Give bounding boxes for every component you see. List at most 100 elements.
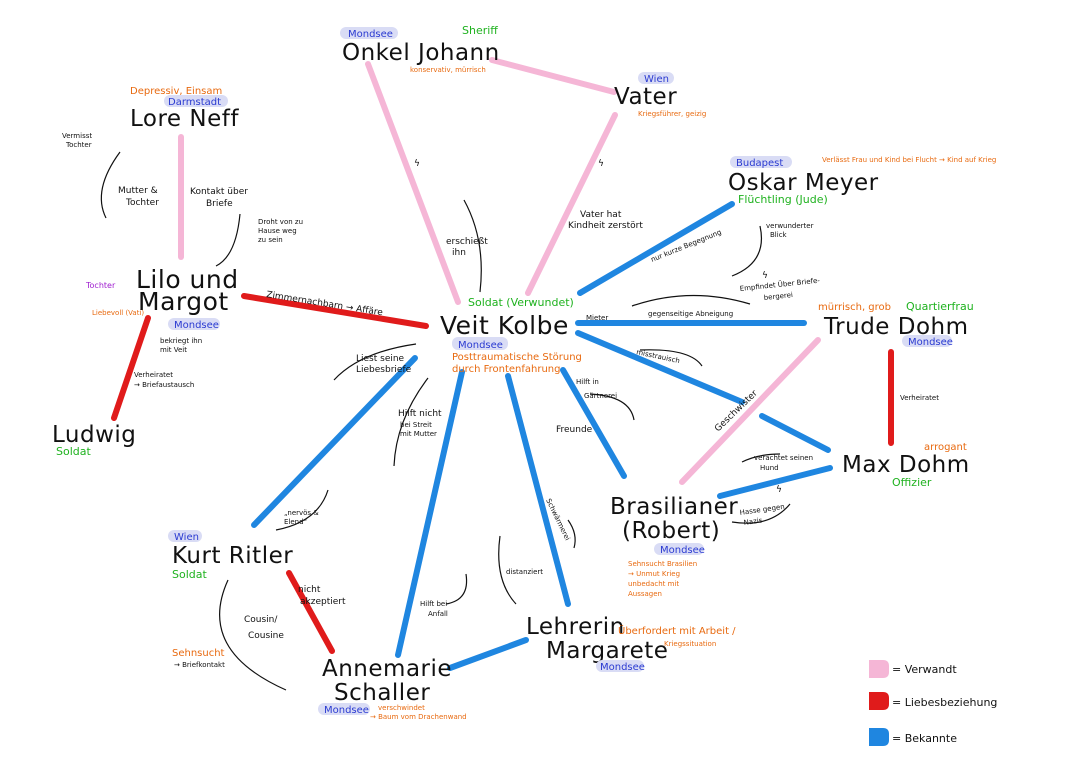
kurt-ritler-trait: Sehnsucht — [172, 648, 225, 659]
label-mieter: Mieter — [586, 314, 608, 322]
vater-trait: Kriegsführer, geizig — [638, 110, 706, 118]
label-vater-hat-2: Kindheit zerstört — [568, 221, 643, 231]
line-kurt-annemarie — [286, 570, 335, 654]
label-bekriegt-1: bekriegt ihn — [160, 337, 202, 345]
label-nervoes-1: „nervös & — [284, 509, 319, 517]
label-liest-1: Liest seine — [356, 354, 405, 364]
arrow-distanziert — [498, 535, 517, 605]
label-hilft-garten-2: Gärtnerei — [584, 392, 617, 400]
kurt-ritler-name: Kurt Ritler — [172, 543, 293, 569]
kurt-ritler-trait-note: → Briefkontakt — [174, 661, 225, 669]
line-veit-annemarie — [395, 369, 465, 658]
label-cousin-1: Cousin/ — [244, 615, 278, 625]
arrow-kurze — [731, 225, 762, 277]
label-mutter-tochter-2: Tochter — [125, 198, 159, 208]
lightning-johann-veit: ϟ — [414, 159, 420, 169]
veit-kolbe-place: Mondsee — [458, 340, 503, 351]
label-nervoes-2: Elend“ — [284, 518, 307, 526]
line-johann-vater — [489, 57, 617, 95]
label-bekriegt-2: mit Veit — [160, 346, 187, 354]
brasilianer-trait-1: Sehnsucht Brasilien — [628, 560, 697, 568]
trude-dohm-role: Quartierfrau — [906, 300, 974, 313]
label-empfindet-1: Empfindet Über Briefe- — [739, 276, 820, 293]
character-lehrerin: Lehrerin Margarete Mondsee Überfordert m… — [526, 614, 736, 673]
brasilianer-name-1: Brasilianer — [610, 494, 738, 520]
lilo-margot-purple-tag: Tochter — [85, 281, 116, 290]
arrow-kurt-annemarie — [219, 579, 287, 691]
arrow-nervoes — [275, 489, 329, 531]
annotation-arrows — [100, 151, 791, 691]
veit-kolbe-name: Veit Kolbe — [440, 311, 569, 340]
character-brasilianer: Brasilianer (Robert) Mondsee Sehnsucht B… — [610, 494, 738, 598]
arrow-verachtet — [741, 453, 781, 463]
character-ludwig: Ludwig Soldat — [52, 422, 136, 458]
onkel-johann-name: Onkel Johann — [342, 40, 500, 66]
arrow-droht — [215, 213, 241, 267]
label-freunde: Freunde — [556, 425, 593, 435]
label-hilft-garten-1: Hilft in — [576, 378, 599, 386]
label-verheiratet-lilo-1: Verheiratet — [134, 371, 173, 379]
lore-neff-name: Lore Neff — [130, 106, 239, 132]
arrow-hilft-streit — [393, 377, 429, 467]
label-hilft-streit-1: Hilft nicht — [398, 409, 442, 419]
label-verwundert-1: verwunderter — [766, 222, 814, 230]
line-lilo-veit — [241, 293, 429, 329]
lehrerin-name-1: Lehrerin — [526, 614, 625, 640]
legend-verwandt: = Verwandt — [892, 663, 957, 676]
onkel-johann-trait: konservativ, mürrisch — [410, 66, 486, 74]
trude-dohm-trait: mürrisch, grob — [818, 302, 891, 313]
line-veit-brasilianer — [560, 367, 627, 479]
brasilianer-name-2: (Robert) — [622, 518, 720, 544]
arrow-hilft-garten — [589, 393, 635, 421]
line-lilo-ludwig — [111, 315, 151, 421]
character-oskar-meyer: Budapest Verlässt Frau und Kind bei Fluc… — [728, 156, 996, 206]
annemarie-name-1: Annemarie — [322, 656, 452, 682]
label-verachtet-1: verachtet seinen — [754, 454, 813, 462]
annemarie-trait-2: → Baum vom Drachenwand — [370, 713, 467, 721]
character-vater: Wien Vater Kriegsführer, geizig — [614, 72, 706, 118]
label-liest-2: Liebesbriefe — [356, 365, 412, 375]
arrow-hasse — [731, 503, 791, 524]
veit-kolbe-role: Soldat (Verwundet) — [468, 296, 574, 309]
arrow-hilft-anfall — [445, 573, 468, 605]
label-vermisst-2: Tochter — [65, 141, 92, 149]
lilo-margot-name-2: Margot — [138, 287, 229, 316]
ludwig-role: Soldat — [56, 445, 91, 458]
arrow-misstrauisch — [639, 349, 703, 367]
lightning-oskar-trude: ϟ — [762, 271, 768, 281]
label-hilft-streit-2: bei Streit — [400, 421, 432, 429]
lore-neff-place: Darmstadt — [168, 97, 221, 108]
legend-bekannte: = Bekannte — [892, 732, 957, 745]
kurt-ritler-role: Soldat — [172, 568, 207, 581]
label-verwundert-2: Blick — [770, 231, 788, 239]
arrow-gegenseitig — [631, 294, 751, 307]
label-vater-hat-1: Vater hat — [580, 210, 622, 220]
oskar-meyer-name: Oskar Meyer — [728, 170, 879, 196]
label-hasse-2: Nazis — [743, 516, 763, 527]
character-onkel-johann: Mondsee Sheriff Onkel Johann konservativ… — [340, 24, 500, 74]
trude-dohm-place: Mondsee — [908, 337, 953, 348]
brasilianer-trait-2: → Unmut Krieg — [628, 570, 680, 578]
annemarie-trait-1: verschwindet — [378, 704, 425, 712]
ludwig-name: Ludwig — [52, 422, 136, 448]
oskar-meyer-role: Flüchtling (Jude) — [738, 193, 828, 206]
line-veit-lehrerin — [505, 373, 571, 607]
relation-lines — [111, 57, 894, 671]
line-veit-max — [575, 330, 745, 405]
label-gegenseitige: gegenseitige Abneigung — [648, 310, 733, 318]
arrow-liest — [333, 343, 417, 381]
lilo-margot-orange-tag: Liebevoll (Vati) — [92, 309, 144, 317]
character-trude-dohm: mürrisch, grob Quartierfrau Trude Dohm M… — [818, 300, 974, 348]
legend: = Verwandt = Liebesbeziehung = Bekannte — [869, 660, 997, 746]
label-nicht-akzeptiert-1: nicht — [298, 585, 321, 595]
line-brasilianer-max — [717, 465, 833, 499]
max-dohm-trait: arrogant — [924, 442, 967, 453]
label-nicht-akzeptiert-2: akzeptiert — [300, 597, 346, 607]
line-veit-kurt — [251, 355, 418, 528]
brasilianer-trait-4: Aussagen — [628, 590, 662, 598]
character-kurt-ritler: Wien Kurt Ritler Soldat Sehnsucht → Brie… — [168, 530, 293, 669]
line-lehrerin-annemarie — [447, 637, 529, 671]
label-erschiesst-2: ihn — [452, 248, 466, 258]
annemarie-place: Mondsee — [324, 705, 369, 716]
line-max-link — [759, 413, 831, 453]
